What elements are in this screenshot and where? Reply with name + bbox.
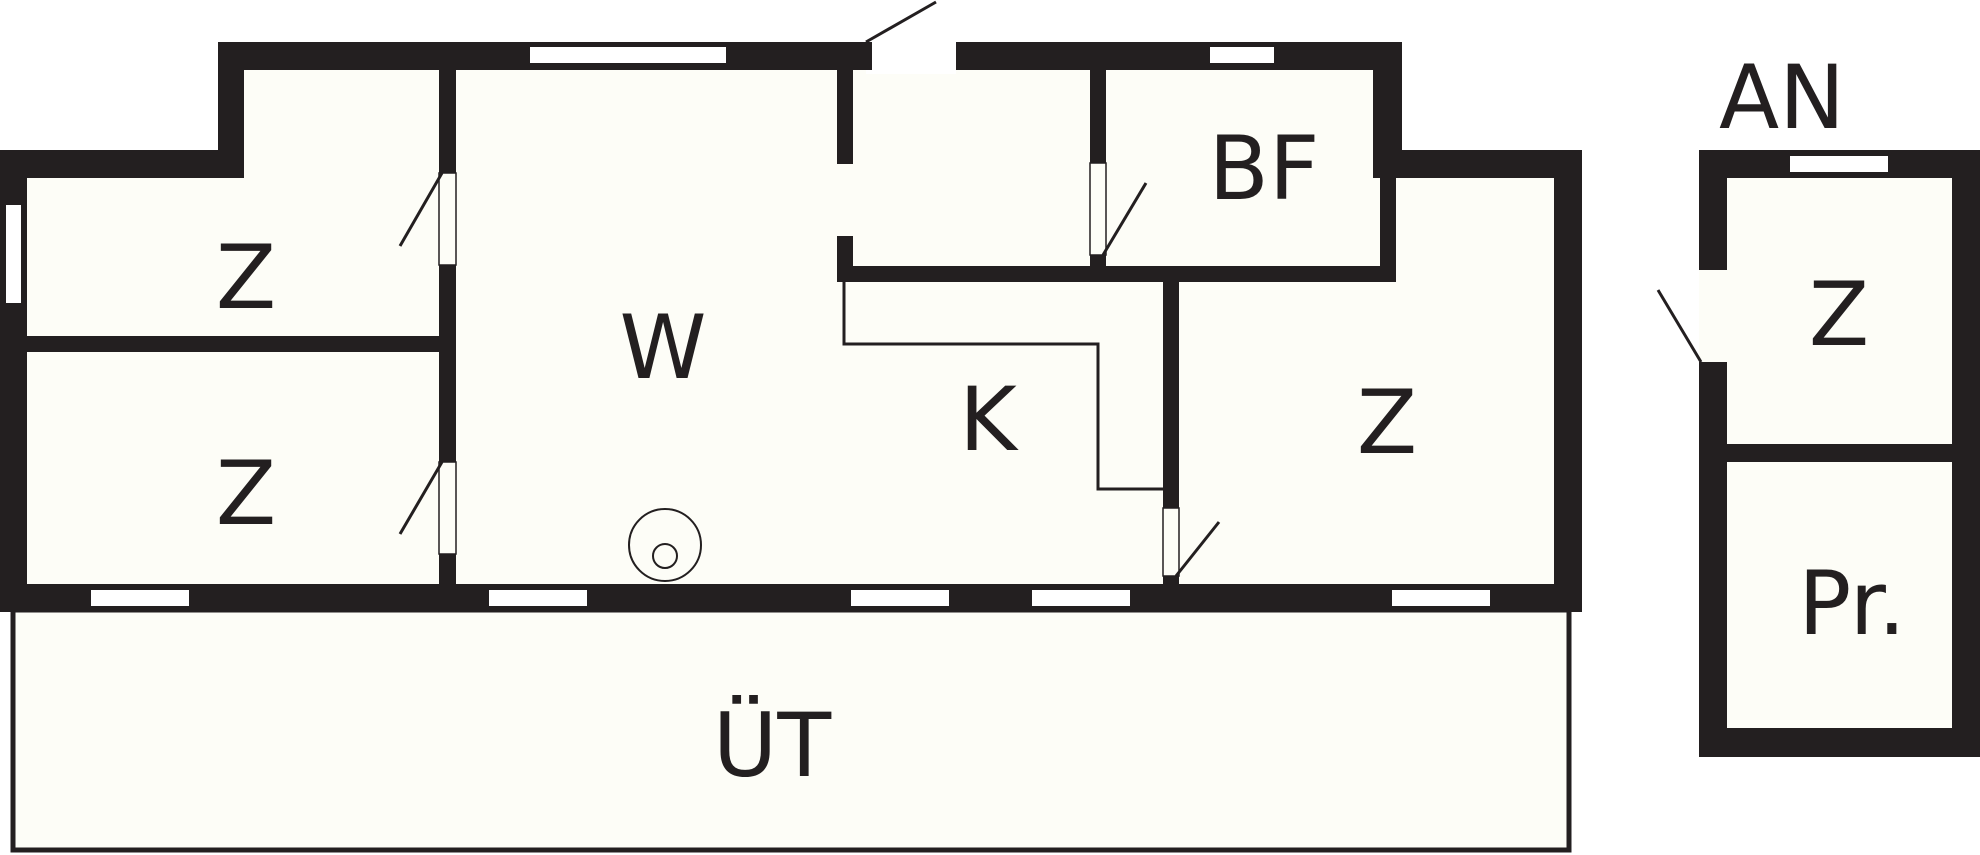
- terrace-floor: [10, 607, 1572, 853]
- door-opening-bedroom-right: [1162, 507, 1180, 577]
- door-leaf-bedroom-upper[interactable]: [398, 172, 444, 247]
- room-label-bedroom-upper-left: Z: [216, 226, 276, 329]
- annex-window: [1790, 156, 1888, 172]
- room-label-annex-room: Z: [1809, 263, 1869, 366]
- annex-door-opening: [1699, 270, 1727, 362]
- door-opening-bedroom-upper: [438, 172, 457, 266]
- windows: [6, 47, 1490, 606]
- door-leaf-bedroom-lower[interactable]: [398, 461, 444, 535]
- door-opening-bedroom-lower: [438, 461, 457, 555]
- door-leaf-bathroom[interactable]: [1101, 182, 1148, 256]
- annex-room-floor: [1727, 178, 1952, 444]
- room-label-terrace: ÜT: [713, 694, 832, 797]
- annex-door-leaf[interactable]: [1656, 289, 1703, 363]
- window: [851, 590, 949, 606]
- room-label-kitchen: K: [959, 368, 1019, 471]
- kitchen-counter: [842, 280, 1163, 491]
- window: [489, 590, 587, 606]
- window: [6, 205, 21, 303]
- annex-building: AN Z Pr.: [1656, 46, 1980, 757]
- door-opening-bathroom: [1089, 162, 1107, 256]
- window: [1032, 590, 1130, 606]
- main-building: Z Z W K Z BF ÜT: [0, 0, 1582, 853]
- room-label-bathroom: BF: [1209, 117, 1320, 220]
- window: [1392, 590, 1490, 606]
- door-leaf-bedroom-right[interactable]: [1174, 521, 1221, 577]
- annex-storage-floor: [1727, 462, 1952, 728]
- room-label-bedroom-right: Z: [1357, 371, 1417, 474]
- room-label-annex-storage: Pr.: [1798, 552, 1906, 655]
- room-label-bedroom-lower-left: Z: [216, 442, 276, 545]
- window: [91, 590, 189, 606]
- entrance-jamb: [866, 42, 872, 70]
- room-label-living: W: [619, 296, 706, 399]
- window: [1210, 47, 1274, 63]
- boiler-icon: [628, 508, 702, 582]
- interior-doors: [398, 162, 1221, 577]
- entrance-door-leaf[interactable]: [865, 0, 937, 44]
- entrance-opening: [866, 38, 956, 74]
- annex-title: AN: [1719, 46, 1845, 149]
- window: [530, 47, 726, 63]
